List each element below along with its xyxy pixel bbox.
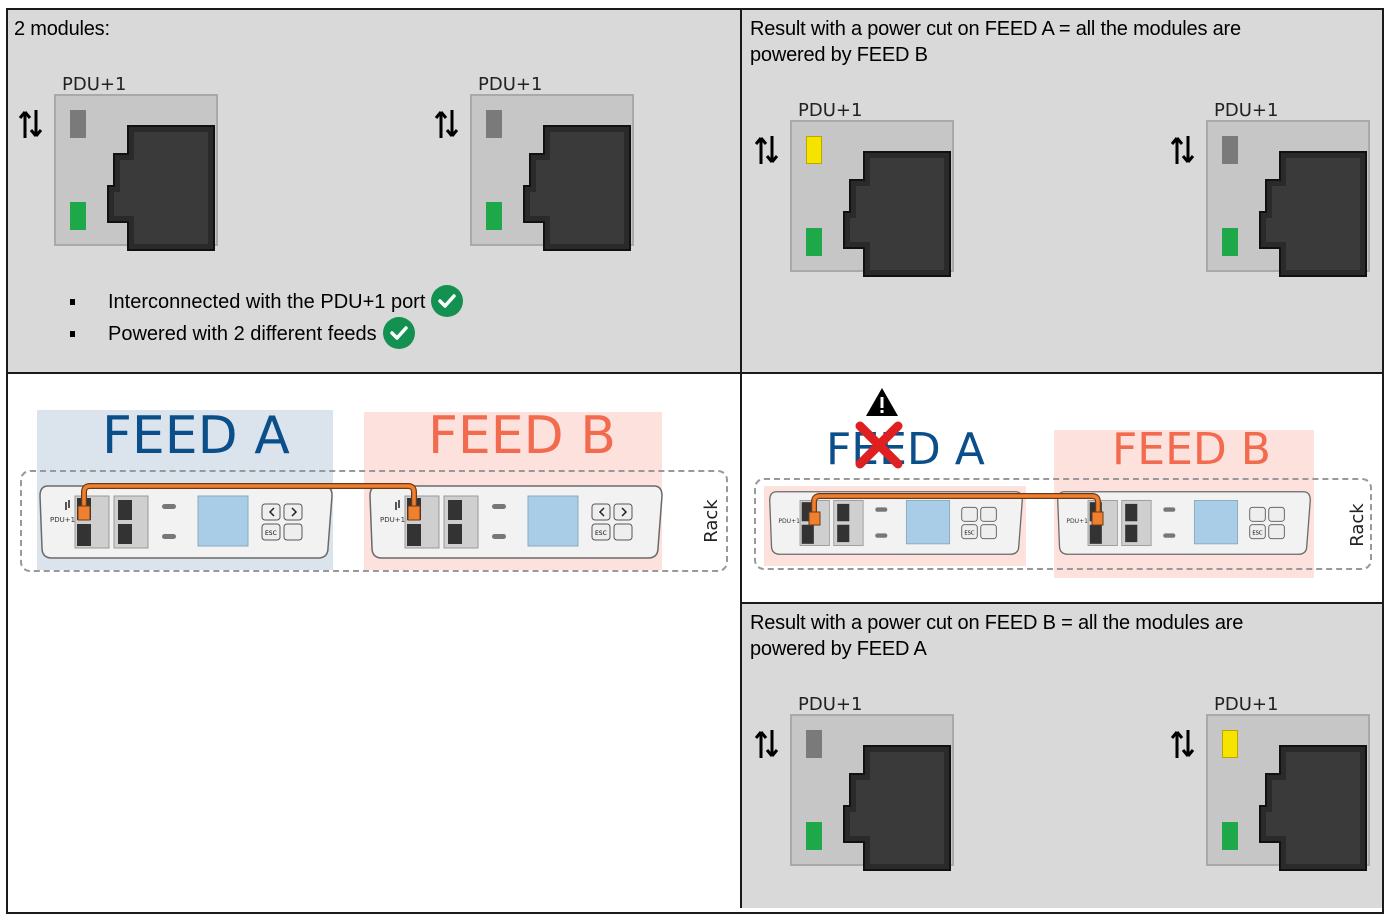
panel-title-line1: Result with a power cut on FEED A = all … bbox=[750, 18, 1241, 40]
horizontal-divider-top bbox=[6, 372, 1384, 374]
panel-power-cut-feed-b: Result with a power cut on FEED B = all … bbox=[742, 604, 1382, 908]
port-housing bbox=[1206, 120, 1370, 277]
pdu-unit-2: PDU+1 ESC bbox=[1057, 491, 1311, 555]
check-icon bbox=[382, 316, 415, 349]
red-cross-icon bbox=[855, 421, 903, 469]
pdu-unit-1: PDU+1 ESC bbox=[39, 485, 333, 559]
port-housing bbox=[470, 94, 634, 251]
port-label: PDU+1 bbox=[798, 100, 863, 121]
interconnect-cable bbox=[77, 483, 421, 521]
rj45-port-icon bbox=[1259, 745, 1367, 871]
svg-text:ESC: ESC bbox=[1252, 530, 1263, 536]
status-led-gray bbox=[486, 110, 502, 138]
port-housing bbox=[1206, 714, 1370, 871]
bullet-text: Powered with 2 different feeds bbox=[108, 323, 377, 345]
bullet-dot bbox=[70, 299, 75, 305]
horizontal-divider-right bbox=[740, 602, 1384, 604]
panel-two-modules: 2 modules: PDU+1 PDU+1 bbox=[8, 10, 740, 372]
port-module-1: PDU+1 bbox=[14, 74, 294, 254]
status-led-green bbox=[806, 228, 822, 256]
svg-text:ESC: ESC bbox=[595, 530, 607, 537]
rj45-port-icon bbox=[523, 125, 631, 251]
port-module-2: PDU+1 bbox=[1166, 694, 1388, 874]
port-module-1: PDU+1 bbox=[750, 100, 1030, 280]
svg-text:PDU+1: PDU+1 bbox=[380, 516, 405, 524]
svg-text:PDU+1: PDU+1 bbox=[778, 518, 800, 525]
status-led-gray bbox=[806, 730, 822, 758]
port-module-1: PDU+1 bbox=[750, 694, 1030, 874]
svg-text:ESC: ESC bbox=[964, 530, 975, 536]
status-led-green bbox=[486, 202, 502, 230]
panel-title: 2 modules: bbox=[14, 18, 110, 40]
status-led-green bbox=[1222, 822, 1238, 850]
port-label: PDU+1 bbox=[798, 694, 863, 715]
panel-title-line2: powered by FEED A bbox=[750, 638, 927, 660]
swap-arrows-icon bbox=[754, 730, 779, 758]
status-led-yellow bbox=[806, 136, 822, 164]
panel-rack-feeds: FEED A FEED B Rack PDU+1 ESC PDU+1 ESC bbox=[8, 374, 740, 604]
svg-text:PDU+1: PDU+1 bbox=[1066, 518, 1088, 525]
panel-title-line1: Result with a power cut on FEED B = all … bbox=[750, 612, 1244, 634]
feed-b-label: FEED B bbox=[1112, 424, 1271, 475]
port-module-2: PDU+1 bbox=[430, 74, 710, 254]
rack-outline bbox=[754, 478, 1372, 570]
status-led-green bbox=[1222, 228, 1238, 256]
panel-title-line2: powered by FEED B bbox=[750, 44, 928, 66]
port-housing bbox=[54, 94, 218, 251]
status-led-yellow bbox=[1222, 730, 1238, 758]
port-module-2: PDU+1 bbox=[1166, 100, 1388, 280]
rack-label: Rack bbox=[701, 499, 722, 543]
swap-arrows-icon bbox=[1170, 730, 1195, 758]
svg-text:PDU+1: PDU+1 bbox=[50, 516, 75, 524]
vertical-divider bbox=[740, 8, 742, 908]
status-led-gray bbox=[70, 110, 86, 138]
swap-arrows-icon bbox=[434, 110, 459, 138]
rj45-port-icon bbox=[843, 745, 951, 871]
check-icon bbox=[431, 284, 464, 317]
warning-triangle-icon bbox=[866, 388, 898, 416]
pdu-unit-1: PDU+1 ESC bbox=[769, 491, 1023, 555]
port-housing bbox=[790, 120, 954, 277]
port-label: PDU+1 bbox=[62, 74, 127, 95]
port-label: PDU+1 bbox=[478, 74, 543, 95]
status-led-gray bbox=[1222, 136, 1238, 164]
panel-power-cut-feed-a: Result with a power cut on FEED A = all … bbox=[742, 10, 1382, 372]
port-housing bbox=[790, 714, 954, 871]
rack-label: Rack bbox=[1347, 503, 1368, 547]
bullet-dot bbox=[70, 331, 75, 337]
feed-a-label: FEED A bbox=[102, 406, 290, 466]
port-label: PDU+1 bbox=[1214, 694, 1279, 715]
svg-text:ESC: ESC bbox=[265, 530, 277, 537]
panel-rack-power-cut: FEED A FEED B Rack PDU+1 ESC PDU+1 ESC bbox=[742, 374, 1382, 602]
bullet-text: Interconnected with the PDU+1 port bbox=[108, 291, 426, 313]
status-led-green bbox=[806, 822, 822, 850]
port-label: PDU+1 bbox=[1214, 100, 1279, 121]
interconnect-cable bbox=[808, 493, 1104, 526]
rj45-port-icon bbox=[1259, 151, 1367, 277]
rj45-port-icon bbox=[843, 151, 951, 277]
rj45-port-icon bbox=[107, 125, 215, 251]
feed-b-label: FEED B bbox=[428, 406, 616, 466]
rack-outline bbox=[20, 470, 728, 572]
swap-arrows-icon bbox=[754, 136, 779, 164]
feed-a-label: FEED A bbox=[826, 424, 985, 475]
swap-arrows-icon bbox=[18, 110, 43, 138]
status-led-green bbox=[70, 202, 86, 230]
swap-arrows-icon bbox=[1170, 136, 1195, 164]
